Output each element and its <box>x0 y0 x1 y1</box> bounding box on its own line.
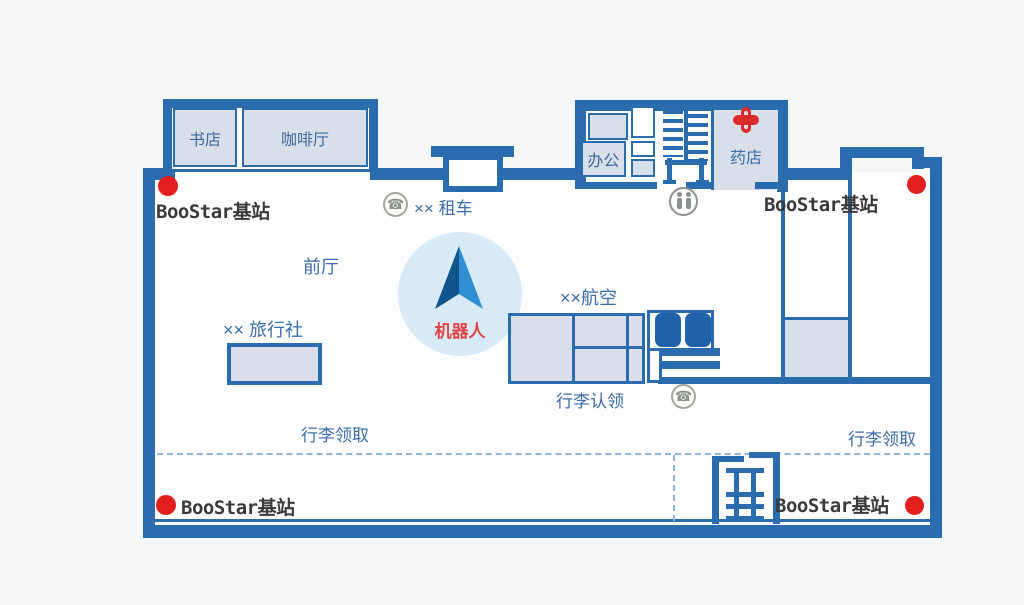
wall <box>755 182 788 189</box>
room-pharmacy-label: 药店 <box>729 150 762 167</box>
wall <box>163 169 378 172</box>
person-icon <box>685 191 691 209</box>
baggage-carousel <box>662 361 720 369</box>
baggage-claim-label: 行李认领 <box>556 392 624 411</box>
escalator-icon <box>726 468 764 473</box>
wall <box>143 519 942 522</box>
robot-label: 机器人 <box>434 322 486 341</box>
room-unlabeled <box>785 317 848 379</box>
room-cafe[interactable]: 咖啡厅 <box>242 108 368 167</box>
stairs-railing <box>663 180 676 184</box>
phone-glyph: ☎ <box>674 388 693 404</box>
entrance-vestibule <box>443 154 503 192</box>
room-bookstore[interactable]: 书店 <box>173 108 237 167</box>
wall <box>658 377 933 384</box>
wall <box>848 178 852 379</box>
zone-boundary <box>157 453 930 455</box>
wall <box>502 168 578 180</box>
stairs-icon <box>688 114 708 161</box>
base-station-dot-bottom-left[interactable] <box>156 495 176 515</box>
wall <box>840 147 852 180</box>
room-small-3 <box>631 159 655 177</box>
wall <box>912 157 942 168</box>
phone-icon: ☎ <box>383 192 408 217</box>
room-small-1 <box>631 106 655 138</box>
base-station-dot-top-left[interactable] <box>158 176 178 196</box>
stairs-railing <box>665 160 707 165</box>
room-small-2 <box>631 141 655 157</box>
base-station-label-top-left: BooStar基站 <box>156 201 270 223</box>
carousel-post <box>647 348 662 383</box>
base-station-label-top-right: BooStar基站 <box>764 194 878 216</box>
restroom-icon <box>669 187 698 216</box>
travel-agency-label: ×× 旅行社 <box>223 320 304 340</box>
wall <box>575 182 657 189</box>
zone-boundary <box>673 455 675 521</box>
base-station-label-bottom-left: BooStar基站 <box>181 497 295 519</box>
wall <box>575 100 788 111</box>
wall <box>749 452 780 458</box>
wall <box>712 456 719 524</box>
airline-label: ××航空 <box>560 288 618 308</box>
stairs-railing <box>667 158 672 182</box>
wall <box>686 182 713 189</box>
robot-arrow-icon <box>435 246 483 309</box>
medical-cross-icon <box>733 107 759 133</box>
travel-agency-counter <box>227 343 322 385</box>
wall <box>575 100 586 188</box>
wall <box>840 147 924 158</box>
wall <box>777 100 788 192</box>
wall <box>712 456 744 462</box>
wall <box>773 452 780 524</box>
phone-glyph: ☎ <box>386 196 405 212</box>
baggage-carousel <box>662 348 720 356</box>
wall <box>781 178 785 379</box>
baggage-pickup-left-label: 行李领取 <box>301 426 369 445</box>
room-unlabeled <box>588 113 628 140</box>
counter-divider <box>626 313 629 384</box>
wall <box>143 525 942 538</box>
wall <box>143 168 155 538</box>
room-office-label: 办公 <box>587 153 620 170</box>
stairs-icon <box>663 110 683 157</box>
wall <box>930 157 942 538</box>
entrance-lintel <box>431 146 514 157</box>
base-station-dot-bottom-right[interactable] <box>905 496 924 515</box>
desk-seat <box>685 313 711 347</box>
front-hall-label: 前厅 <box>303 257 339 277</box>
person-icon <box>676 191 682 209</box>
room-bookstore-label: 书店 <box>188 131 221 149</box>
wall <box>786 168 848 180</box>
car-rental-label: ×× 租车 <box>414 199 473 218</box>
escalator-icon <box>726 492 764 523</box>
desk-seat <box>655 313 681 347</box>
counter-divider <box>572 346 645 349</box>
phone-icon: ☎ <box>671 384 696 409</box>
stairs-rail <box>684 108 688 164</box>
base-station-label-bottom-right: BooStar基站 <box>775 495 889 517</box>
room-cafe-label: 咖啡厅 <box>280 131 329 149</box>
wall <box>370 168 444 180</box>
base-station-dot-top-right[interactable] <box>907 175 926 194</box>
wall <box>711 110 714 190</box>
stairs-railing <box>699 158 704 182</box>
room-office[interactable]: 办公 <box>581 141 626 177</box>
baggage-pickup-right-label: 行李领取 <box>848 430 916 449</box>
